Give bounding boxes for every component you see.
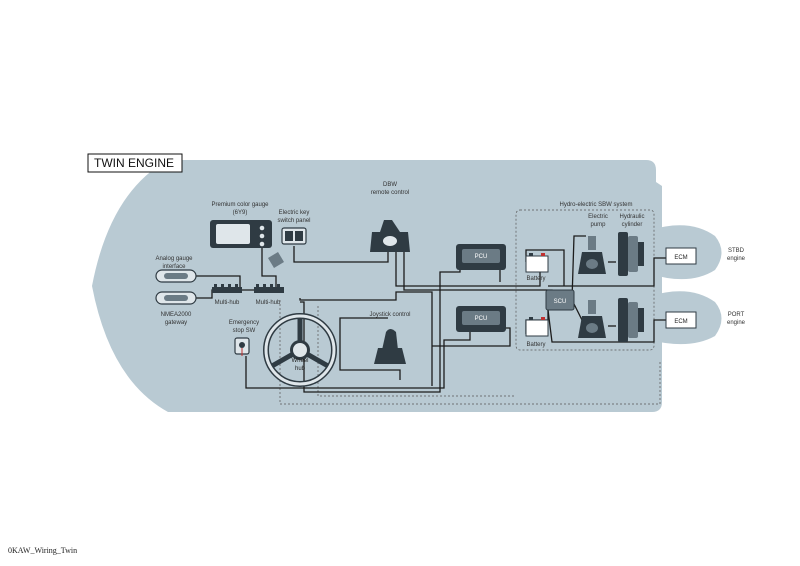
ecm-top <box>665 247 697 265</box>
hydraulic-cylinder-bottom <box>618 298 644 342</box>
analog-gauge-interface <box>155 269 197 283</box>
key-fob-icon <box>268 252 284 268</box>
pcu-top-label: PCU <box>475 254 488 260</box>
scu-unit <box>545 289 575 311</box>
battery-bottom-label: Battery <box>526 342 545 348</box>
premium-gauge-label-1: Premium color gauge <box>211 202 269 208</box>
premium-gauge-label-2: (6Y9) <box>233 210 248 216</box>
battery-top-label: Battery <box>526 276 545 282</box>
steering-wheel <box>263 313 337 387</box>
stbd-engine-label-2: engine <box>727 256 746 262</box>
nmea-gateway-label-2: gateway <box>165 320 187 326</box>
emergency-stop-switch <box>234 337 250 356</box>
dbw-label-1: DBW <box>383 182 397 188</box>
pcu-top <box>456 244 506 270</box>
dbw-label-2: remote control <box>371 190 409 196</box>
electric-key-switch-panel <box>281 227 307 245</box>
pcu-bottom <box>456 306 506 332</box>
electric-pump-top <box>578 236 606 274</box>
analog-gauge-label-2: interface <box>162 264 186 270</box>
wheel-hub-label-1: Wheel <box>291 358 308 364</box>
title-box <box>87 153 183 173</box>
multi-hub-right-label: Multi-hub <box>256 300 281 306</box>
nmea2000-gateway <box>155 291 197 305</box>
diagram-title: TWIN ENGINE <box>94 156 174 170</box>
ecm-top-label: ECM <box>674 255 687 261</box>
emergency-stop-label-2: stop SW <box>233 328 256 334</box>
premium-color-gauge <box>210 220 272 248</box>
hydraulic-cylinder-label-1: Hydraulic <box>619 214 644 220</box>
joystick-control <box>374 329 406 364</box>
analog-gauge-label-1: Analog gauge <box>155 256 193 262</box>
key-switch-label-1: Electric key <box>279 210 310 216</box>
sbw-system-label: Hydro-electric SBW system <box>559 202 632 208</box>
wheel-hub-label-2: hub <box>295 366 306 372</box>
electric-pump-bottom <box>578 300 606 338</box>
multi-hub-right <box>254 284 284 293</box>
nmea-gateway-label-1: NMEA2000 <box>161 312 192 318</box>
ecm-bottom <box>665 311 697 329</box>
hydraulic-cylinder-top <box>618 232 644 276</box>
port-engine-label-2: engine <box>727 320 746 326</box>
emergency-stop-label-1: Emergency <box>229 320 259 326</box>
pcu-bottom-label: PCU <box>475 316 488 322</box>
ecm-bottom-label: ECM <box>674 319 687 325</box>
joystick-label: Joystick control <box>369 312 410 318</box>
electric-pump-label-2: pump <box>590 222 606 228</box>
figure-caption: 0KAW_Wiring_Twin <box>8 546 78 555</box>
electric-pump-label-1: Electric <box>588 214 608 220</box>
port-engine-label-1: PORT <box>728 312 745 318</box>
battery-bottom <box>525 317 549 337</box>
hydraulic-cylinder-label-2: cylinder <box>622 222 643 228</box>
battery-top <box>525 253 549 273</box>
dbw-remote-control <box>370 220 410 252</box>
stbd-engine-label-1: STBD <box>728 248 745 254</box>
multi-hub-left-label: Multi-hub <box>215 300 240 306</box>
scu-label: SCU <box>554 299 567 305</box>
dashed-enclosures <box>279 209 661 405</box>
key-switch-label-2: switch panel <box>277 218 310 224</box>
multi-hub-left <box>212 284 242 293</box>
